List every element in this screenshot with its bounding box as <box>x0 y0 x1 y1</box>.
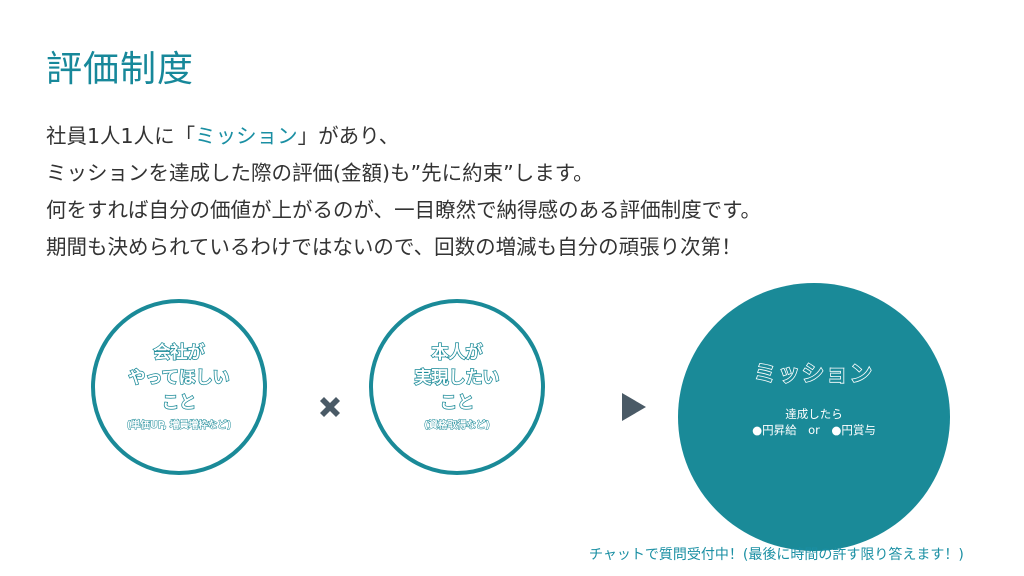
mission-title: ミッション <box>753 361 874 388</box>
play-arrow-icon <box>622 393 646 421</box>
mission-highlight: ミッション <box>195 124 298 148</box>
description-paragraph: 社員1人1人に「ミッション」があり、 ミッションを達成した際の評価(金額)も”先… <box>46 118 1006 266</box>
page-title: 評価制度 <box>46 49 195 90</box>
self-sub: (資格取得など) <box>424 420 491 432</box>
description-line-1: 社員1人1人に「ミッション」があり、 <box>46 118 1006 155</box>
description-line-3: 何をすれば自分の価値が上がるのが、一目瞭然で納得感のある評価制度です。 <box>46 198 762 222</box>
self-heading-2: 実現したい <box>414 367 501 389</box>
times-icon <box>320 397 340 417</box>
line1-text-before: 社員1人1人に「 <box>46 124 196 148</box>
company-heading-2: やってほしい <box>128 367 231 389</box>
mission-circle: ミッション 達成したら ●円昇給 or ●円賞与 <box>678 283 950 551</box>
company-heading-3: こと <box>161 392 197 414</box>
self-heading-3: こと <box>439 392 475 414</box>
self-wants-circle: 本人が 実現したい こと (資格取得など) <box>369 299 545 475</box>
company-wants-circle: 会社が やってほしい こと (単価UP, 増員増枠など) <box>91 299 267 475</box>
mission-sub-2: ●円昇給 or ●円賞与 <box>752 423 876 437</box>
self-heading-1: 本人が <box>431 342 484 364</box>
company-heading-1: 会社が <box>153 342 206 364</box>
footer-note: チャットで質問受付中！(最後に時間の許す限り答えます！) <box>589 547 964 563</box>
company-sub: (単価UP, 増員増枠など) <box>126 420 232 432</box>
description-line-4: 期間も決められているわけではないので、回数の増減も自分の頑張り次第！ <box>46 235 742 259</box>
line1-text-after: 」があり、 <box>297 124 400 148</box>
mission-sub-1: 達成したら <box>785 407 843 421</box>
description-line-2: ミッションを達成した際の評価(金額)も”先に約束”します。 <box>46 161 594 185</box>
